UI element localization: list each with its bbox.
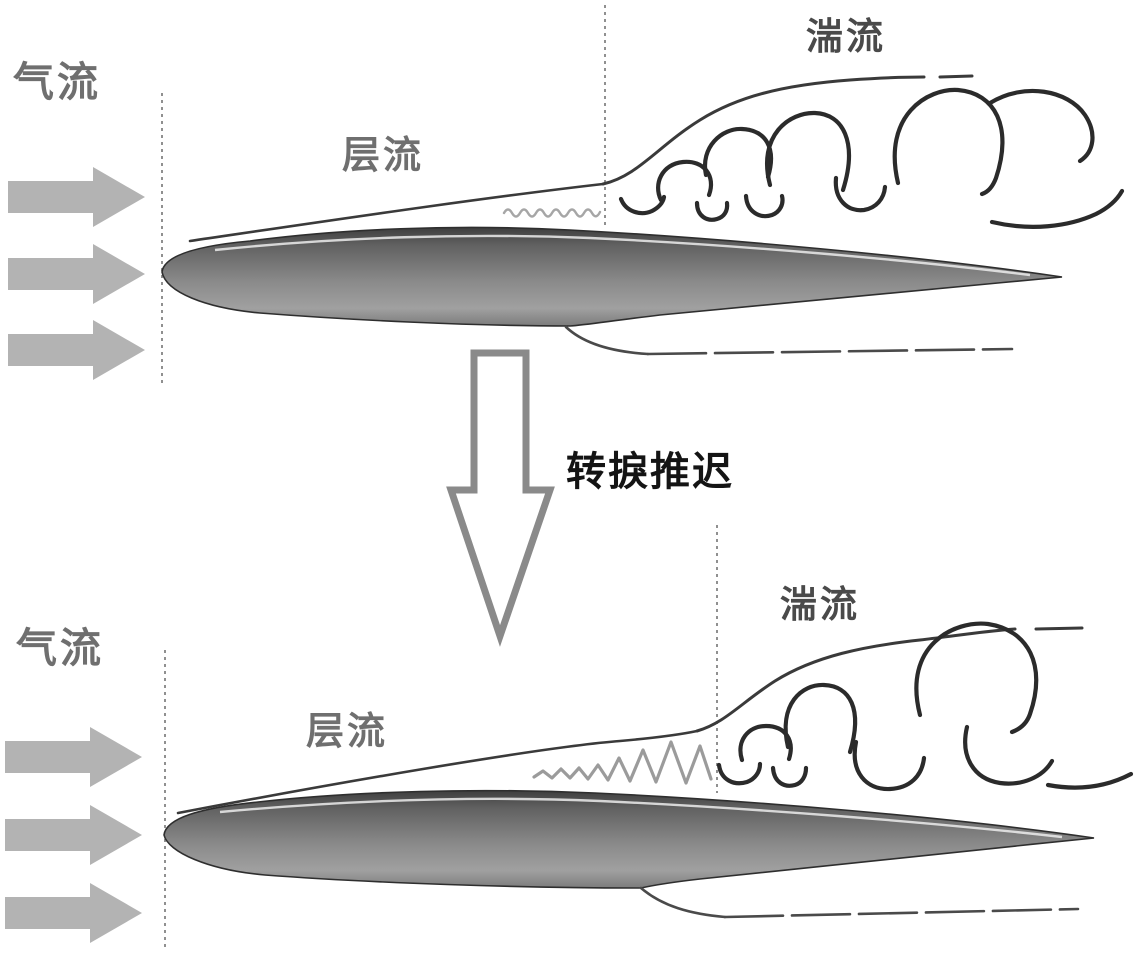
ts-wave-squiggle-top — [502, 208, 602, 218]
flow-arrow-icon — [5, 805, 142, 865]
airflow-label-bottom: 气流 — [16, 624, 104, 672]
airfoil-bottom — [163, 789, 1095, 889]
transition-delay-label: 转捩推迟 — [566, 449, 734, 495]
flow-arrow-icon — [5, 883, 142, 943]
flow-arrows-top — [8, 167, 145, 380]
wake-line-top — [564, 325, 1014, 356]
boundary-layer-line-top — [188, 74, 974, 243]
turbulent-flow-label-top: 湍流 — [806, 15, 886, 58]
turbulence-eddies-top — [618, 87, 1125, 229]
turbulence-eddies-bottom — [716, 621, 1134, 792]
airfoil-top — [161, 226, 1063, 327]
flow-arrow-icon — [8, 244, 145, 304]
flow-arrow-icon — [8, 320, 145, 380]
airfoil-highlight-top — [214, 234, 1031, 277]
flow-arrow-icon — [8, 167, 145, 227]
airfoil-highlight-bottom — [219, 797, 1063, 839]
wake-line-bottom — [639, 886, 1080, 919]
laminar-flow-label-top: 层流 — [342, 133, 425, 177]
airflow-label-top: 气流 — [13, 58, 101, 106]
flow-arrow-icon — [5, 727, 142, 787]
flow-arrows-bottom — [5, 727, 142, 943]
laminar-flow-label-bottom: 层流 — [306, 709, 389, 753]
transition-down-arrow-icon — [446, 349, 555, 647]
boundary-layer-line-bottom — [176, 626, 1084, 815]
turbulent-flow-label-bottom: 湍流 — [780, 583, 860, 626]
instability-zigzag-bottom — [532, 740, 713, 785]
